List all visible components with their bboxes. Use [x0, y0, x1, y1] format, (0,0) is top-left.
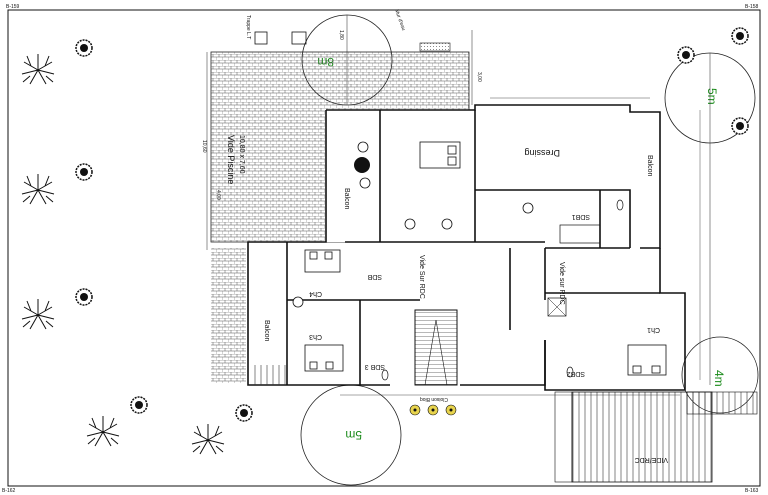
chair-icon	[292, 296, 304, 308]
bed-icon	[304, 249, 341, 273]
ch4-label: Ch4	[309, 290, 322, 297]
bed-icon	[627, 344, 667, 376]
dim-label: 3,00	[476, 72, 482, 82]
balcon-right-label: Balcon	[646, 155, 653, 177]
property-boundary	[7, 9, 761, 487]
chair-icon	[359, 177, 371, 189]
sdb2-label: SDB2	[567, 370, 585, 377]
balcon-left-label: Balcon	[263, 320, 270, 342]
toilet-icon	[566, 366, 574, 378]
ch1-label: Ch1	[647, 326, 660, 333]
shrub-icon	[677, 46, 695, 64]
vide-rdc-bottom-label: VIDE/RDC	[635, 456, 668, 463]
vide-piscine-dim: 10,80 x 7,60	[238, 135, 245, 174]
setback-label-right-bottom: 4m	[712, 370, 726, 387]
corner-br: B-163	[745, 488, 759, 494]
tree-icon	[86, 416, 120, 447]
sdb-small-label: SDB	[367, 273, 382, 280]
chair-icon	[357, 141, 369, 153]
toilet-icon	[616, 199, 624, 211]
dim-label: 4,00	[215, 190, 221, 200]
vide-rdc-mid-label: Vide Sur RDC	[418, 255, 425, 299]
dressing-label: Dressing	[524, 148, 560, 158]
sink-icon	[559, 224, 601, 244]
corner-bl: B-162	[2, 488, 16, 494]
table-icon	[354, 157, 370, 173]
balcon-top-label: Balcon	[343, 188, 350, 210]
setback-label-bottom: 5m	[345, 428, 362, 442]
mur-eau-label: Mur d'eau	[393, 9, 406, 32]
bed-icon	[419, 141, 461, 169]
trappe-label: Trappe L.T	[245, 15, 251, 39]
chair-icon	[522, 202, 534, 214]
building-walls	[247, 104, 686, 391]
flower-icon	[445, 404, 457, 416]
chair-icon	[441, 218, 453, 230]
shrub-icon	[235, 404, 253, 422]
shrub-icon	[130, 396, 148, 414]
setback-label-right-top: 5m	[705, 88, 719, 105]
bed-icon	[304, 344, 344, 372]
shrub-icon	[731, 27, 749, 45]
vide-piscine-label: Vide Piscine	[226, 135, 236, 184]
shrub-icon	[731, 117, 749, 135]
tree-icon	[21, 54, 55, 85]
chair-icon	[404, 218, 416, 230]
shrub-icon	[75, 163, 93, 181]
shrub-icon	[75, 39, 93, 57]
vide-rdc-upper-label: Vide sur RDC	[558, 262, 565, 305]
dim-label: 10,60	[201, 140, 207, 153]
dim-label: 1,80	[338, 30, 344, 40]
sdb3-label: SDB 3	[365, 363, 385, 370]
flower-icon	[409, 404, 421, 416]
tree-icon	[21, 174, 55, 205]
flower-icon	[427, 404, 439, 416]
tree-icon	[21, 299, 55, 330]
cloison-label: Cloison Bloq	[420, 396, 448, 402]
ch3-label: Ch3	[309, 333, 322, 340]
corner-tr: B-158	[745, 4, 759, 10]
toilet-icon	[381, 369, 389, 381]
shower-icon	[547, 297, 567, 317]
shrub-icon	[75, 288, 93, 306]
corner-tl: B-159	[6, 4, 20, 10]
sdb1-label: SDB1	[572, 213, 590, 220]
staircase	[414, 309, 458, 386]
tree-icon	[191, 424, 225, 455]
